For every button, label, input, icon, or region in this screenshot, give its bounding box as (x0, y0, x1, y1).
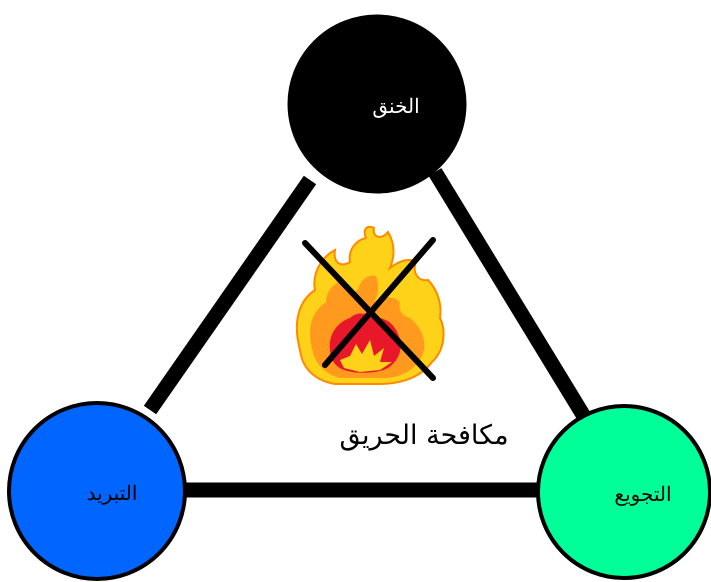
fire-crossed-out-icon (297, 227, 444, 384)
node-left: التبريد (9, 403, 185, 579)
node-top-label: الخنق (372, 94, 419, 118)
edge-top-left (150, 180, 310, 410)
node-left-label: التبريد (87, 481, 138, 505)
center-label: مكافحة الحريق (339, 420, 508, 451)
node-top: الخنق (289, 16, 465, 192)
node-right: التجويع (538, 406, 710, 578)
edge-top-right (435, 172, 585, 418)
node-right-label: التجويع (614, 482, 671, 506)
